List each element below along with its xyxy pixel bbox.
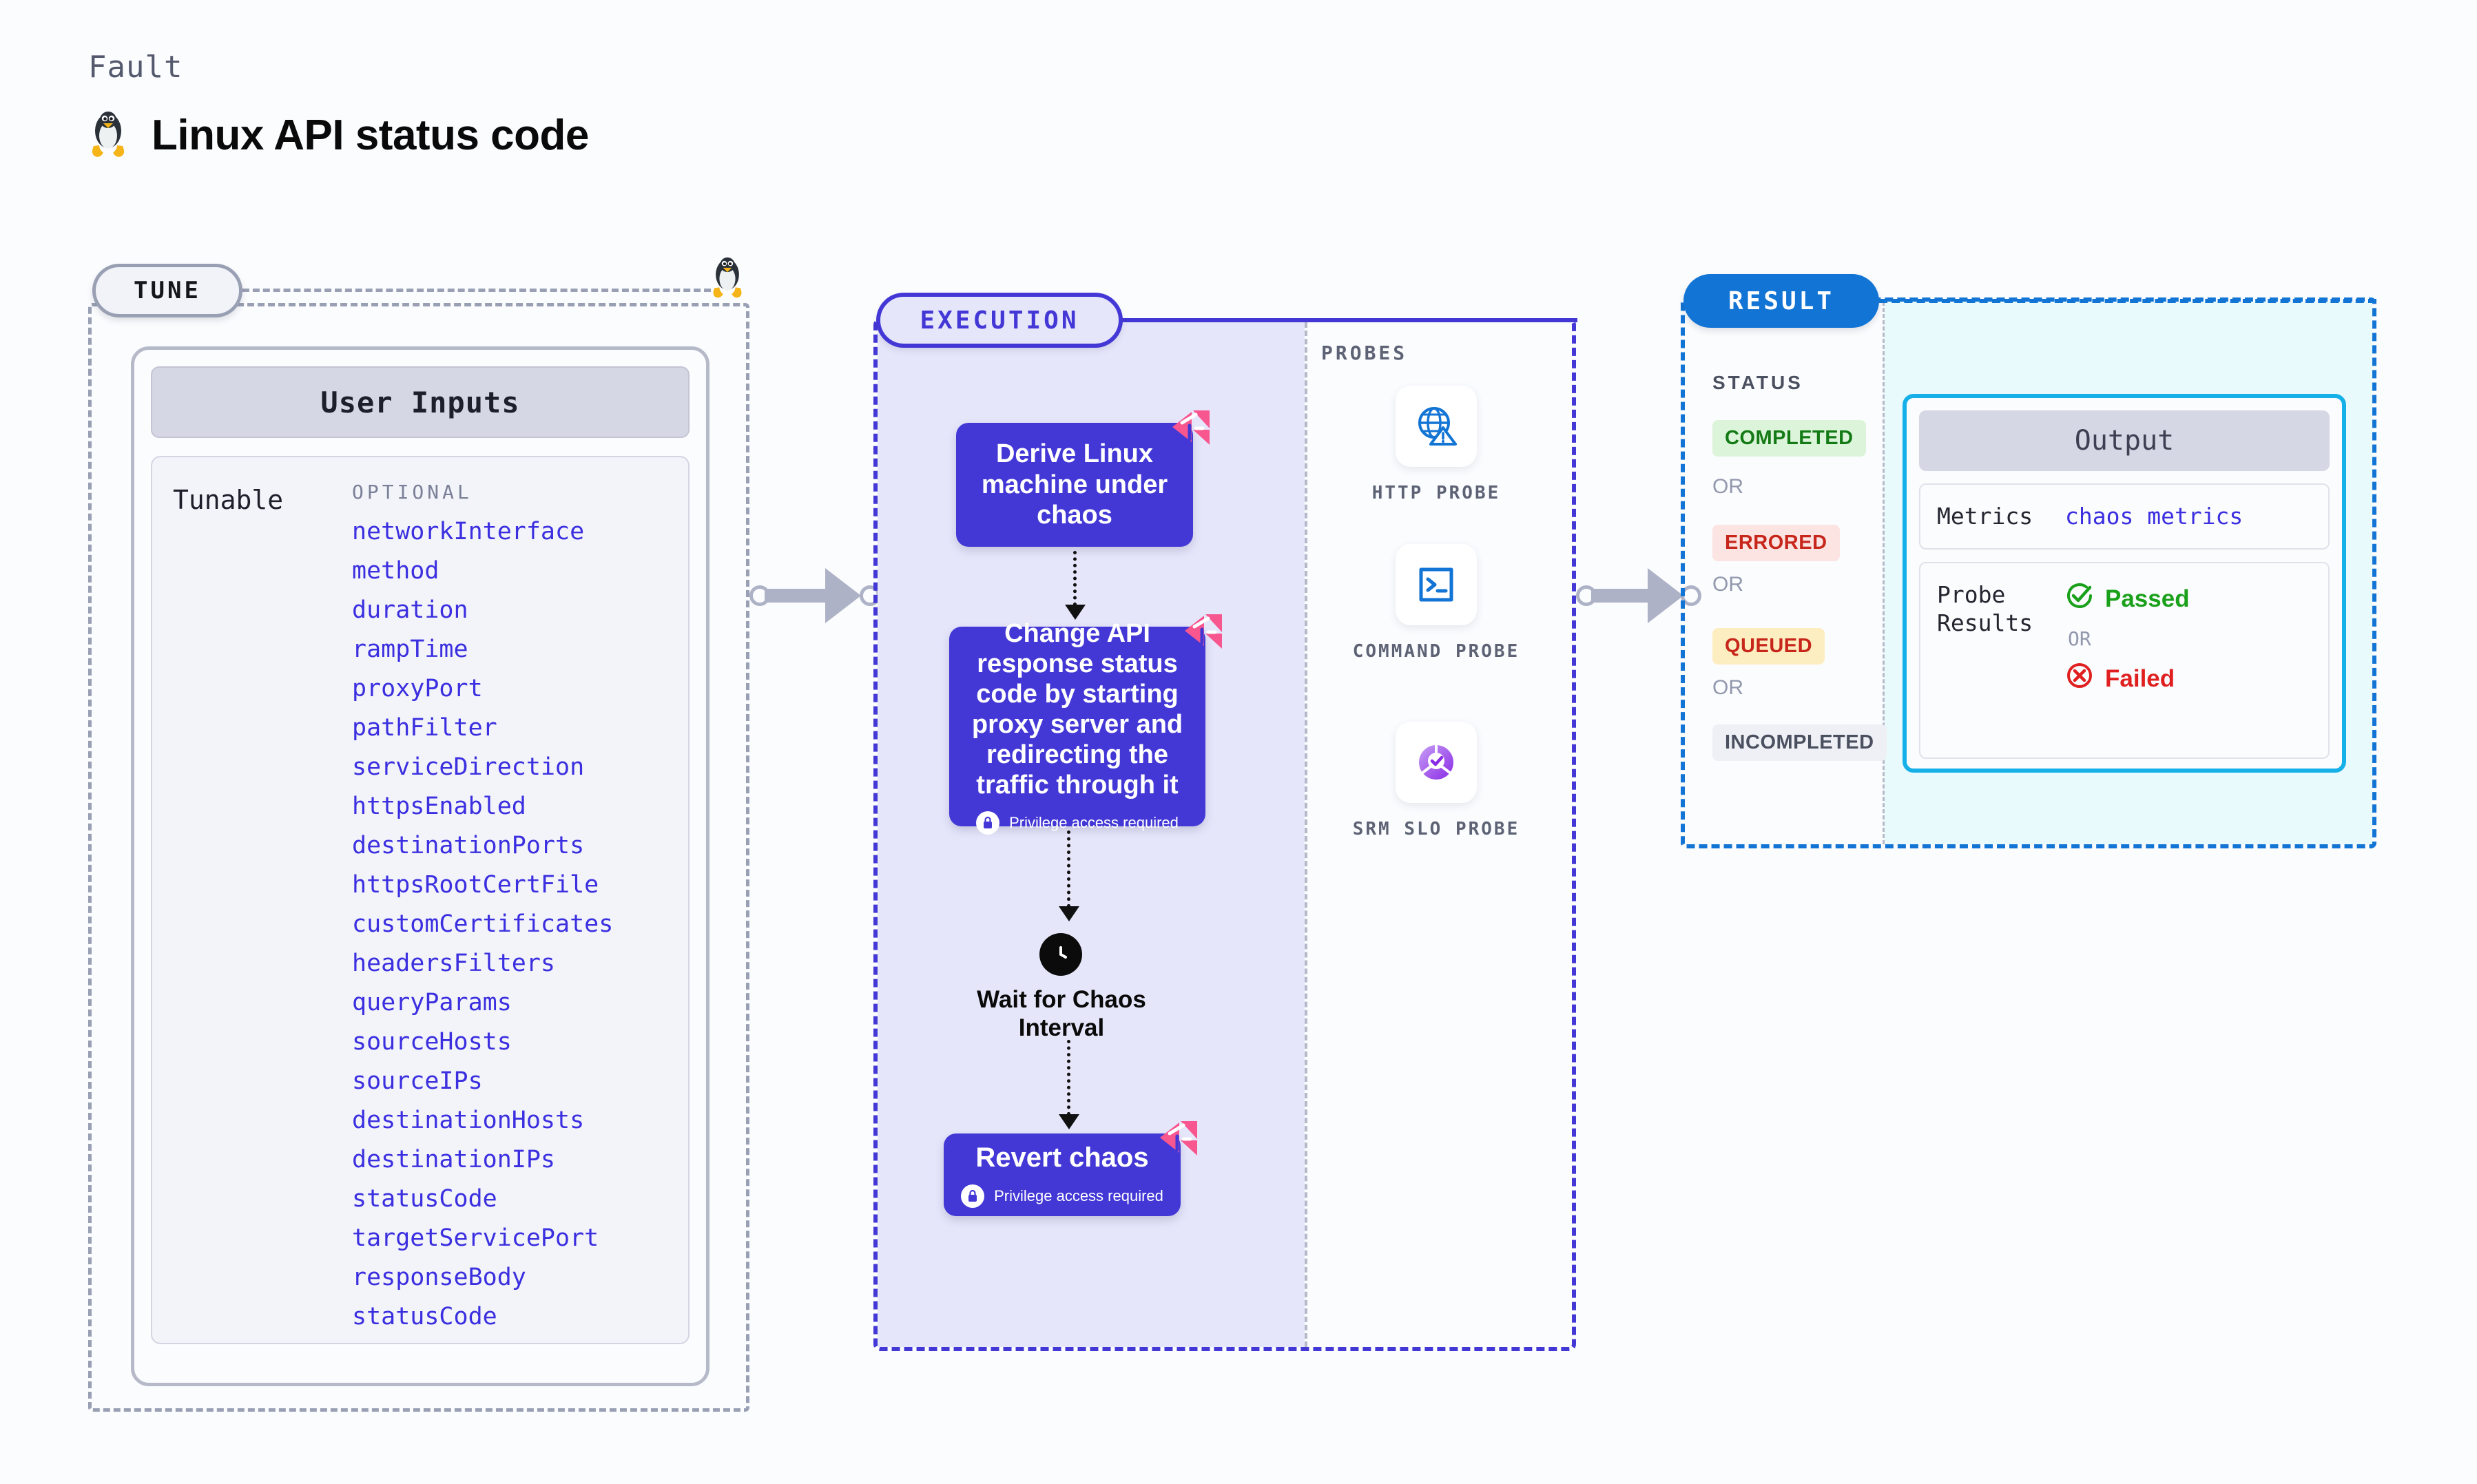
tunable-label: Tunable [173, 485, 284, 515]
probe-srm-slo[interactable]: SRM SLO PROBE [1350, 722, 1522, 841]
execution-node-change-label: Change API response status code by start… [971, 618, 1183, 800]
status-badge-completed: COMPLETED [1712, 420, 1866, 457]
param-item[interactable]: sourceHosts [352, 1028, 512, 1056]
or-separator: OR [1712, 676, 1743, 699]
execution-node-revert-chaos[interactable]: Revert chaos Privilege access required [944, 1133, 1181, 1216]
param-item[interactable]: targetServicePort [352, 1224, 599, 1252]
param-item[interactable]: networkInterface [352, 518, 585, 545]
param-item[interactable]: responseBody [352, 1264, 526, 1291]
execution-node-revert-label: Revert chaos [975, 1142, 1149, 1173]
result-divider [1883, 302, 1885, 844]
output-metrics-key: Metrics [1937, 503, 2033, 530]
param-item[interactable]: proxyPort [352, 675, 483, 702]
execution-node-derive[interactable]: Derive Linux machine under chaos [956, 423, 1193, 547]
execution-node-change-status-code[interactable]: Change API response status code by start… [949, 619, 1205, 835]
probes-divider [1305, 322, 1307, 1347]
privilege-badge-label: Privilege access required [1009, 814, 1179, 832]
privilege-badge: Privilege access required [976, 811, 1179, 835]
param-item[interactable]: duration [352, 596, 468, 624]
param-item[interactable]: rampTime [352, 636, 468, 663]
probe-command[interactable]: COMMAND PROBE [1350, 544, 1522, 663]
check-circle-icon [2065, 581, 2094, 616]
flow-arrow-1 [1065, 605, 1086, 620]
tunable-section: Tunable OPTIONAL networkInterface method… [151, 456, 690, 1344]
execution-node-derive-label: Derive Linux machine under chaos [981, 439, 1168, 530]
output-title: Output [1919, 410, 2330, 471]
probe-command-label: COMMAND PROBE [1352, 641, 1520, 662]
execution-leader-line [1123, 318, 1577, 322]
flow-arrow-2 [1059, 906, 1079, 921]
tune-leader-line [242, 289, 711, 292]
page-title-row: Linux API status code [88, 110, 589, 160]
param-item[interactable]: sourceIPs [352, 1067, 483, 1095]
privilege-badge-label: Privilege access required [994, 1187, 1163, 1204]
terminal-icon [1396, 544, 1477, 625]
status-badge-incompleted: INCOMPLETED [1712, 724, 1887, 761]
flow-line-1 [1073, 551, 1077, 606]
connector-arrowhead [1648, 568, 1683, 623]
output-probe-results-key: Probe Results [1937, 581, 2033, 636]
tune-linux-penguin-icon [709, 256, 745, 304]
privilege-badge: Privilege access required [961, 1184, 1163, 1208]
optional-params-column: OPTIONAL networkInterface method duratio… [352, 481, 667, 1343]
param-item[interactable]: method [352, 557, 439, 585]
probe-result-failed: Failed [2065, 661, 2190, 696]
linux-penguin-icon [88, 110, 128, 160]
probes-heading: PROBES [1321, 342, 1408, 364]
probe-srm-label: SRM SLO PROBE [1352, 819, 1520, 839]
status-badge-errored: ERRORED [1712, 525, 1840, 561]
user-inputs-title: User Inputs [151, 366, 690, 438]
probe-result-passed: Passed [2065, 581, 2190, 616]
flow-line-3 [1067, 1040, 1070, 1116]
param-item[interactable]: statusCode [352, 1185, 497, 1213]
result-leader-line [1879, 299, 2376, 303]
lock-icon [976, 811, 1000, 835]
output-metrics-value[interactable]: chaos metrics [2065, 503, 2243, 530]
wait-for-chaos-interval-label: Wait for Chaos Interval [977, 986, 1146, 1041]
connector-bar [765, 589, 844, 603]
or-separator: OR [1712, 573, 1743, 596]
page-title: Linux API status code [152, 111, 589, 159]
probe-result-passed-label: Passed [2105, 585, 2190, 612]
param-item[interactable]: customCertificates [352, 910, 614, 938]
param-item[interactable]: httpsRootCertFile [352, 871, 599, 899]
param-item[interactable]: httpsEnabled [352, 793, 526, 820]
probe-http-label: HTTP PROBE [1371, 483, 1501, 503]
param-item[interactable]: destinationHosts [352, 1107, 585, 1134]
output-card: Output Metrics chaos metrics Probe Resul… [1903, 394, 2346, 773]
globe-warning-icon [1396, 386, 1477, 467]
x-circle-icon [2065, 661, 2094, 696]
execution-pill[interactable]: EXECUTION [876, 293, 1123, 348]
result-pill[interactable]: RESULT [1683, 274, 1879, 328]
connector-execution-to-result [1576, 568, 1701, 623]
output-probe-results-row: Probe Results Passed OR [1919, 562, 2330, 760]
param-item[interactable]: headersFilters [352, 950, 556, 977]
connector-tune-to-execution [749, 568, 880, 623]
or-separator: OR [2068, 627, 2091, 651]
param-item[interactable]: pathFilter [352, 714, 497, 742]
param-item[interactable]: destinationIPs [352, 1146, 556, 1173]
fault-label: Fault [88, 50, 183, 85]
slo-donut-check-icon [1396, 722, 1477, 803]
param-item[interactable]: serviceDirection [352, 753, 585, 781]
param-item[interactable]: destinationPorts [352, 832, 585, 859]
tune-panel [88, 303, 749, 1412]
user-inputs-card: User Inputs Tunable OPTIONAL networkInte… [131, 346, 709, 1386]
status-badge-queued: QUEUED [1712, 628, 1825, 665]
param-item[interactable]: statusCode [352, 1303, 497, 1330]
probe-results-values: Passed OR Failed [2065, 581, 2190, 696]
probe-result-failed-label: Failed [2105, 665, 2175, 692]
flow-line-2 [1067, 830, 1070, 908]
flow-arrow-3 [1059, 1114, 1079, 1129]
probe-http[interactable]: HTTP PROBE [1350, 386, 1522, 505]
output-metrics-row: Metrics chaos metrics [1919, 483, 2330, 550]
param-item[interactable]: queryParams [352, 989, 512, 1016]
connector-arrowhead [825, 568, 861, 623]
or-separator: OR [1712, 475, 1743, 498]
optional-heading: OPTIONAL [352, 481, 473, 503]
status-heading: STATUS [1712, 372, 1803, 393]
clock-icon [1039, 933, 1082, 976]
tune-pill[interactable]: TUNE [92, 264, 242, 317]
lock-icon [961, 1184, 985, 1208]
